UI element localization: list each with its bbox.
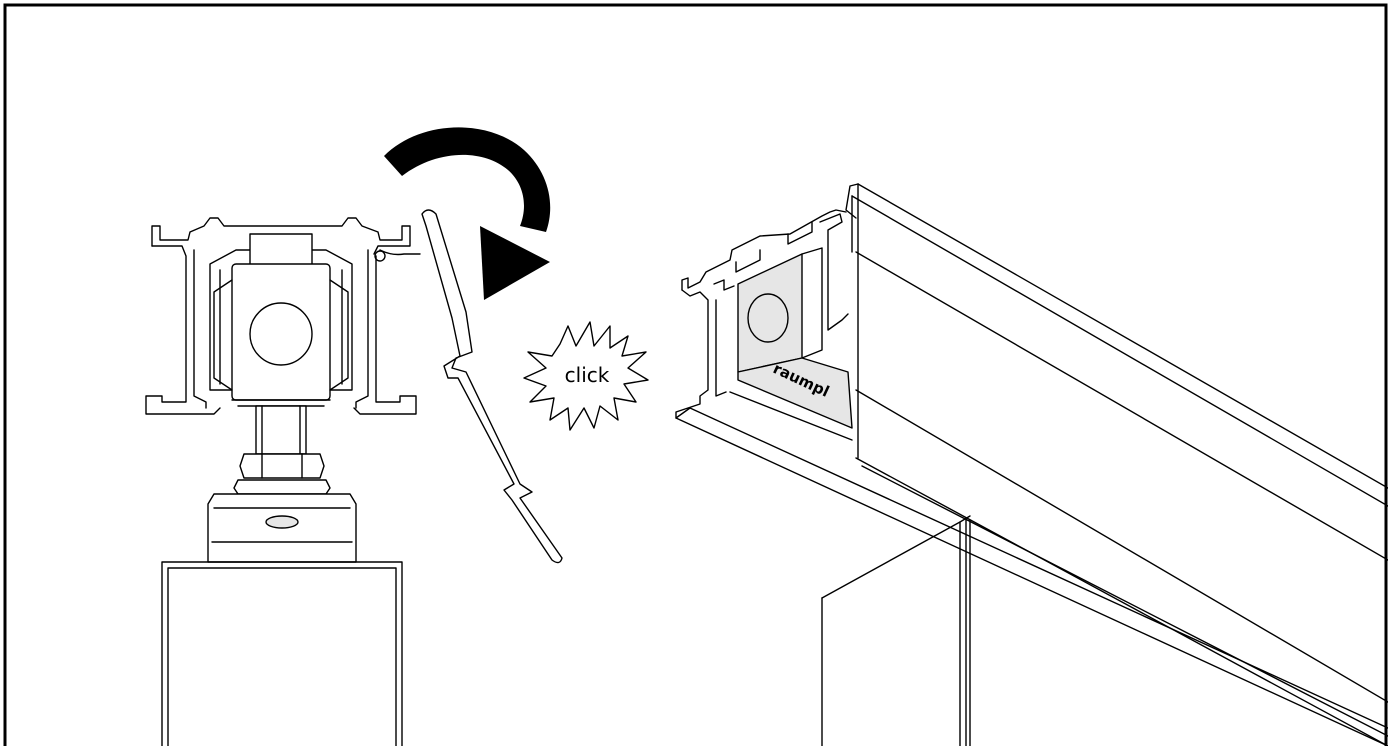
click-label: click xyxy=(565,363,610,387)
runner-stem xyxy=(255,405,307,455)
starburst-icon: click xyxy=(523,321,649,431)
runner-axle-circle xyxy=(249,302,313,366)
track-cross-section xyxy=(145,217,421,746)
runner-face xyxy=(737,253,803,373)
curved-arrow-clockwise-icon xyxy=(384,127,551,300)
hex-nut xyxy=(239,453,325,479)
runner-top-block xyxy=(249,233,313,269)
runner-body xyxy=(231,263,331,401)
cover-strip xyxy=(421,209,563,564)
track-perspective: raumpl xyxy=(675,183,1388,746)
brand-plate xyxy=(737,357,853,429)
door-panel-left xyxy=(161,561,403,746)
frame-border xyxy=(3,3,1388,746)
door-panel-right xyxy=(821,521,961,746)
